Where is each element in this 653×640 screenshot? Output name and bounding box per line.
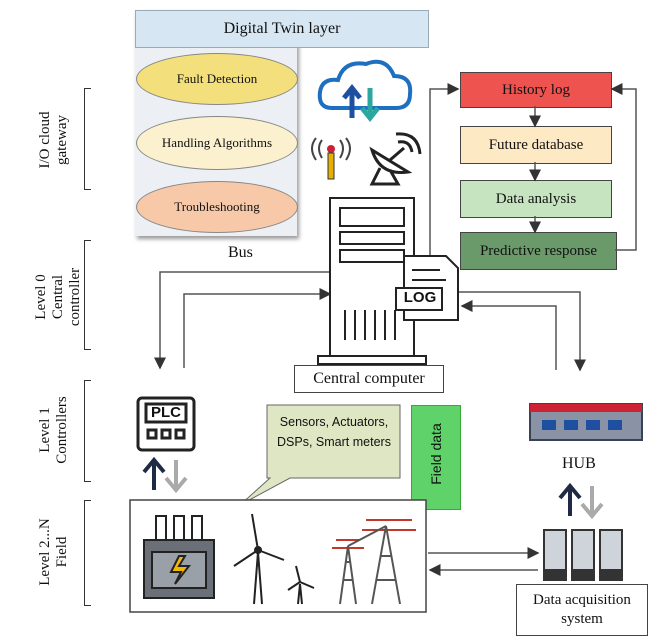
sensors-callout-text: Sensors, Actuators, DSPs, Smart meters xyxy=(277,415,391,449)
plc-label: PLC xyxy=(151,404,181,421)
satellite-dish-icon xyxy=(369,132,422,186)
wind-turbines-icon xyxy=(233,513,315,605)
fault-detection-ellipse: Fault Detection xyxy=(136,53,298,105)
central-computer-label: Central computer xyxy=(294,365,444,393)
transformer-icon xyxy=(143,515,215,599)
log-document-icon xyxy=(395,255,459,321)
sensors-callout-bubble xyxy=(239,404,401,506)
digital-twin-title: Digital Twin layer xyxy=(135,10,429,48)
field-data-box: Field data xyxy=(411,405,461,510)
hub-label: HUB xyxy=(562,455,596,472)
antenna-icon xyxy=(311,137,351,180)
cloud-icon xyxy=(317,59,413,123)
plc-icon xyxy=(136,396,196,452)
level-1-brace xyxy=(84,380,91,482)
level-0-brace xyxy=(84,240,91,350)
troubleshooting-ellipse: Troubleshooting xyxy=(136,181,298,233)
daq-cabinets-icon xyxy=(543,529,623,581)
log-label: LOG xyxy=(403,289,437,306)
history-log-box: History log xyxy=(460,72,612,108)
data-analysis-box: Data analysis xyxy=(460,180,612,218)
hub-icon xyxy=(529,403,643,441)
future-database-box: Future database xyxy=(460,126,612,164)
level-2n-brace xyxy=(84,500,91,606)
daq-label: Data acquisition system xyxy=(516,584,648,636)
bus-label: Bus xyxy=(228,244,253,261)
level-io-brace xyxy=(84,88,91,190)
handling-algorithms-ellipse: Handling Algorithms xyxy=(136,116,298,170)
